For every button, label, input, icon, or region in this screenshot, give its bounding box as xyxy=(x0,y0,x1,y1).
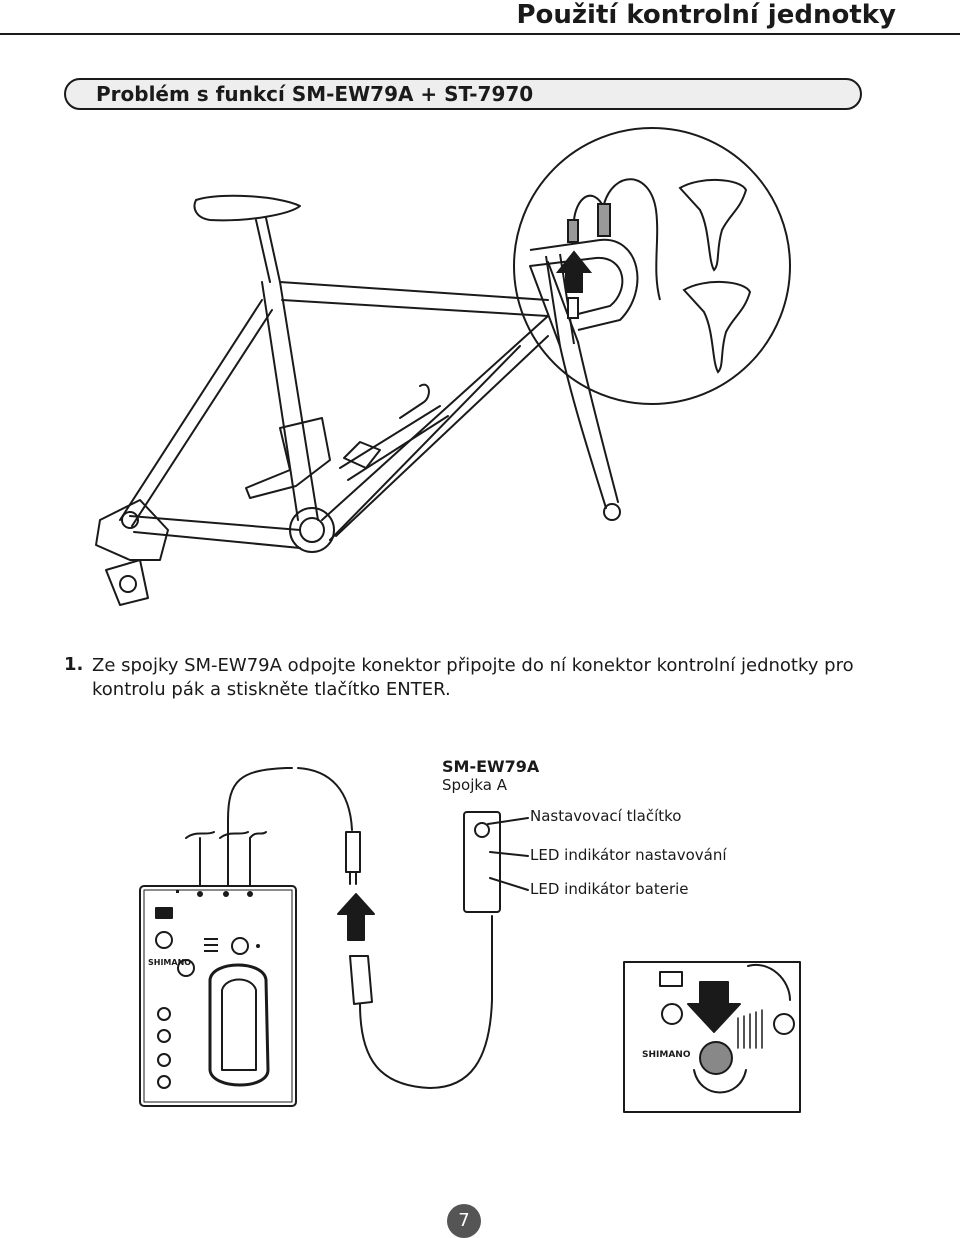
led-adjust-label: LED indikátor nastavování xyxy=(530,846,727,864)
shifter-lower xyxy=(682,280,752,374)
junction-a xyxy=(463,811,501,913)
bottom-bracket xyxy=(289,507,335,553)
junction-model-label: SM-EW79A xyxy=(442,757,540,776)
shimano-logo-zoom: SHIMANO xyxy=(642,1050,691,1060)
adjust-button-label: Nastavovací tlačítko xyxy=(530,807,682,825)
section-title: Problém s funkcí SM-EW79A + ST-7970 xyxy=(96,82,534,106)
page-header-title: Použití kontrolní jednotky xyxy=(516,0,896,30)
zoom-circle xyxy=(513,127,791,405)
junction-name-label: Spojka A xyxy=(442,776,508,794)
seat-tube xyxy=(261,281,319,521)
enter-button xyxy=(699,1041,733,1075)
page-number-badge: 7 xyxy=(447,1204,481,1238)
saddle xyxy=(193,194,301,222)
bottle-cage xyxy=(339,383,449,481)
step-text: Ze spojky SM-EW79A odpojte konektor přip… xyxy=(92,655,854,700)
seatpost xyxy=(255,217,281,283)
battery-mount xyxy=(245,417,331,499)
top-tube xyxy=(279,281,549,317)
led-battery-label: LED indikátor baterie xyxy=(530,880,689,898)
seat-stay xyxy=(119,299,273,527)
down-tube xyxy=(321,315,549,537)
header-rule xyxy=(0,33,960,35)
rear-derailleur xyxy=(95,499,169,561)
fork xyxy=(559,341,619,509)
shifter-upper xyxy=(678,178,748,272)
arrow-up-icon xyxy=(555,250,593,293)
arrow-up-icon xyxy=(337,893,375,941)
shimano-logo: SHIMANO xyxy=(148,958,192,967)
section-bar xyxy=(64,78,862,110)
head-tube xyxy=(529,261,579,347)
step-number: 1. xyxy=(64,654,84,675)
arrow-down-icon xyxy=(687,981,741,1033)
